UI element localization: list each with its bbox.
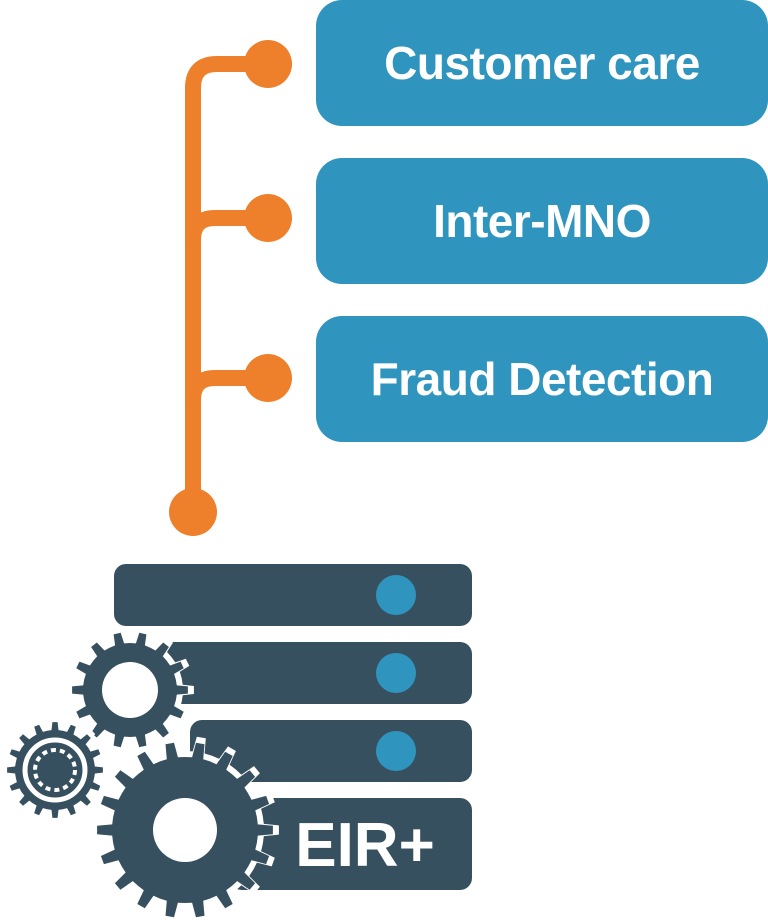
server-rack-4	[230, 798, 472, 890]
server-rack-2	[160, 642, 472, 704]
module-customer-care: Customer care	[316, 0, 768, 126]
connector-node	[244, 194, 292, 242]
connector-trunk	[185, 56, 276, 520]
module-inter-mno: Inter-MNO	[316, 158, 768, 284]
gear-hole	[153, 798, 217, 862]
module-fraud-detection: Fraud Detection	[316, 316, 768, 442]
server-led	[376, 653, 416, 693]
connector-tree	[185, 56, 276, 520]
connector-branch-3	[185, 370, 276, 408]
connector-node	[244, 40, 292, 88]
server-led	[376, 731, 416, 771]
gear-ring	[22, 737, 88, 803]
server-icon	[114, 564, 472, 890]
server-label: EIR+	[295, 811, 435, 880]
gear-icon	[1, 626, 279, 920]
server-rack-1	[114, 564, 472, 626]
gear-inner-ring	[33, 748, 77, 792]
connector-dots	[169, 40, 292, 536]
connector-root-node	[169, 488, 217, 536]
module-label: Fraud Detection	[370, 353, 714, 405]
gear-icon	[7, 722, 103, 818]
gear-hole	[102, 662, 158, 718]
connector-branch-2	[185, 210, 276, 248]
module-label: Customer care	[384, 37, 700, 89]
connector-node	[244, 354, 292, 402]
module-label: Inter-MNO	[433, 195, 651, 247]
server-led	[376, 575, 416, 615]
